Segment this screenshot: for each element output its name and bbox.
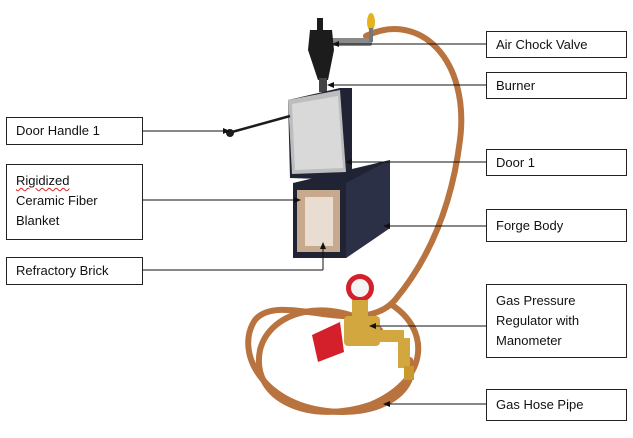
label-refractory-brick: Refractory Brick (6, 257, 143, 285)
leader-lines (143, 43, 486, 405)
label-air-chock-valve: Air Chock Valve (486, 31, 627, 58)
door-handle (226, 114, 291, 137)
label-gas-hose-pipe: Gas Hose Pipe (486, 389, 627, 421)
ceramic-line-2: Ceramic Fiber (16, 193, 98, 208)
label-forge-body: Forge Body (486, 209, 627, 242)
regulator (312, 274, 414, 380)
label-door: Door 1 (486, 149, 627, 176)
label-ceramic-fiber-blanket: Rigidized Ceramic Fiber Blanket (6, 164, 143, 240)
label-regulator: Gas Pressure Regulator with Manometer (486, 284, 627, 358)
gas-hose (245, 26, 465, 415)
label-door-handle: Door Handle 1 (6, 117, 143, 145)
ceramic-line-3: Blanket (16, 213, 60, 228)
ceramic-line-1: Rigidized (16, 173, 70, 188)
burner-assembly (308, 13, 375, 92)
forge-body (293, 160, 390, 258)
label-burner: Burner (486, 72, 627, 99)
door (288, 88, 352, 180)
leader-arrowheads (223, 41, 390, 407)
